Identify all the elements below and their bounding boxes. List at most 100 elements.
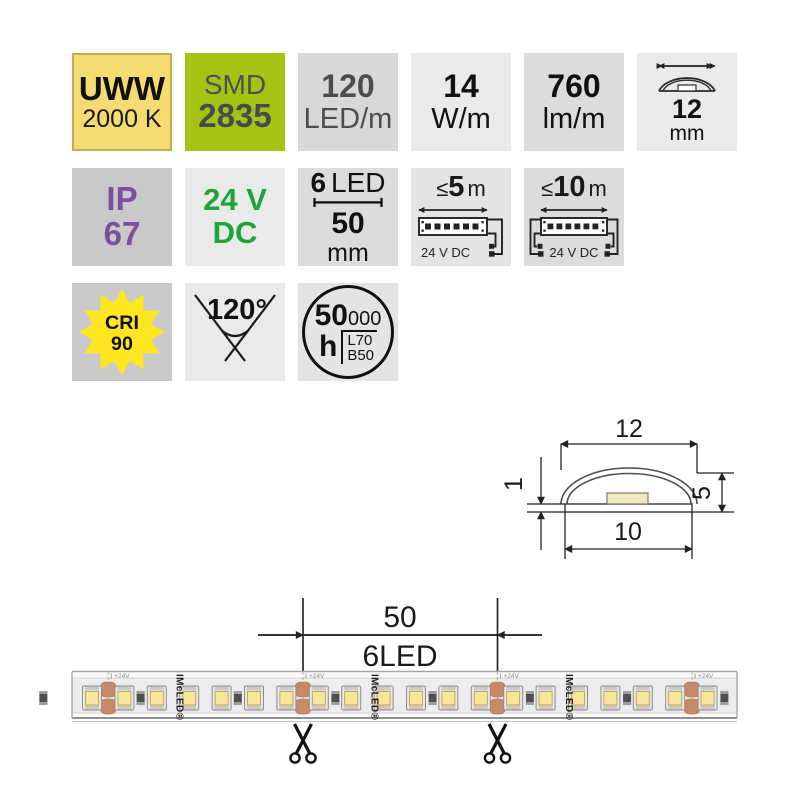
badge-luminous-flux: 760 lm/m (524, 53, 624, 151)
power-unit: W/m (431, 102, 491, 135)
voltage-line2: DC (212, 215, 258, 250)
resistor-cap (525, 702, 534, 705)
badge-color-temp: UWW 2000 K (72, 53, 172, 151)
solder-pad (99, 698, 117, 715)
color-temperature: 2000 K (82, 105, 162, 134)
led-window (441, 691, 456, 706)
led-contact (700, 705, 715, 710)
badge-max-run-5m: ≤ 5 m 24 V DC (411, 168, 511, 266)
polarity-marking: +24V (698, 673, 714, 680)
led-contact (603, 705, 618, 710)
run10-feed-icon: 24 V DC (529, 207, 619, 260)
beam-angle-value: 120° (207, 294, 267, 326)
cri-label: CRI (105, 312, 139, 334)
resistor-cap (623, 691, 632, 694)
led-contact (85, 686, 99, 691)
led-contact (344, 686, 359, 691)
run5-supply-label: 24 V DC (421, 245, 470, 260)
led-window (279, 691, 294, 706)
led-contact (409, 686, 423, 691)
run10-prefix: ≤ (541, 175, 554, 201)
led-contact (506, 686, 521, 691)
led-contact (473, 705, 488, 710)
resistor-cap (720, 691, 729, 694)
strip-dim-value: 50 (383, 601, 416, 634)
scissors-icon (483, 723, 512, 764)
lifetime-l70b50: L70 B50 (341, 329, 378, 365)
led-contact (441, 686, 456, 691)
resistor-cap (136, 691, 145, 694)
dimension-lines (527, 440, 734, 559)
led-contact (149, 705, 164, 710)
led-contact (214, 686, 229, 691)
profile-outline (560, 467, 698, 513)
brand-text: IMcLED® (368, 674, 379, 720)
led-contact (376, 686, 391, 691)
lifetime-value: 50 (314, 299, 348, 332)
lifetime-circle: 50 000 h L70 B50 (302, 285, 394, 379)
resistor (428, 691, 437, 705)
run10-value: 10 (553, 170, 586, 203)
resistor-cap (39, 702, 48, 705)
led-chip-cross-section (606, 492, 649, 505)
width-unit: mm (669, 122, 705, 145)
led-contact (668, 705, 683, 710)
led-window (311, 691, 326, 706)
badge-led-chip: SMD 2835 (185, 53, 285, 151)
led-contact (538, 705, 553, 710)
beam-angle-icon: 120° (194, 294, 276, 362)
brand-text: IMcLED® (174, 674, 185, 720)
led-contact (473, 686, 488, 691)
led-contact (247, 705, 261, 710)
led-contact (85, 705, 99, 710)
cut-length: 50 (331, 207, 365, 241)
badge-voltage: 24 V DC (185, 168, 285, 266)
resistor-cap (233, 702, 242, 705)
badge-ip-rating: IP 67 (72, 168, 172, 266)
led-contact (247, 686, 261, 691)
led-window (182, 691, 197, 706)
lifetime-unit: h (318, 330, 338, 363)
badge-power: 14 W/m (411, 53, 511, 151)
brand-text: IMcLED® (563, 674, 574, 720)
solder-pad (99, 681, 117, 698)
run5-value: 5 (448, 170, 465, 203)
led-window (247, 691, 261, 706)
led-window (344, 691, 359, 706)
density-unit: LED/m (303, 102, 393, 135)
led-contact (311, 705, 326, 710)
led-contact (311, 686, 326, 691)
led-contact (571, 686, 585, 691)
led-contact (571, 705, 585, 710)
resistor-cap (331, 691, 340, 694)
lifetime-b50: B50 (347, 347, 375, 365)
lifetime-zeros: 000 (348, 308, 382, 330)
led-contact (344, 705, 359, 710)
polarity-marking: +24V (114, 673, 130, 680)
resistor (39, 691, 48, 705)
resistor-cap (720, 702, 729, 705)
led-contact (376, 705, 391, 710)
led-contact (149, 686, 164, 691)
resistor-cap (623, 702, 632, 705)
power-value: 14 (443, 67, 479, 104)
led-contact (538, 686, 553, 691)
resistor-cap (39, 691, 48, 694)
resistor (720, 691, 729, 705)
flux-value: 760 (547, 67, 601, 104)
led-contact (182, 686, 197, 691)
led-window (376, 691, 391, 706)
solder-pad (489, 681, 506, 698)
ip-line1: IP (106, 180, 138, 218)
run10-supply-label: 24 V DC (549, 245, 598, 260)
led-contact (279, 705, 294, 710)
led-contact (506, 705, 521, 710)
led-window (700, 691, 715, 706)
solder-pad (294, 698, 312, 715)
density-value: 120 (321, 67, 375, 104)
resistor (331, 691, 340, 705)
resistor (623, 691, 632, 705)
resistor (525, 691, 534, 705)
run5-unit: m (467, 175, 486, 201)
